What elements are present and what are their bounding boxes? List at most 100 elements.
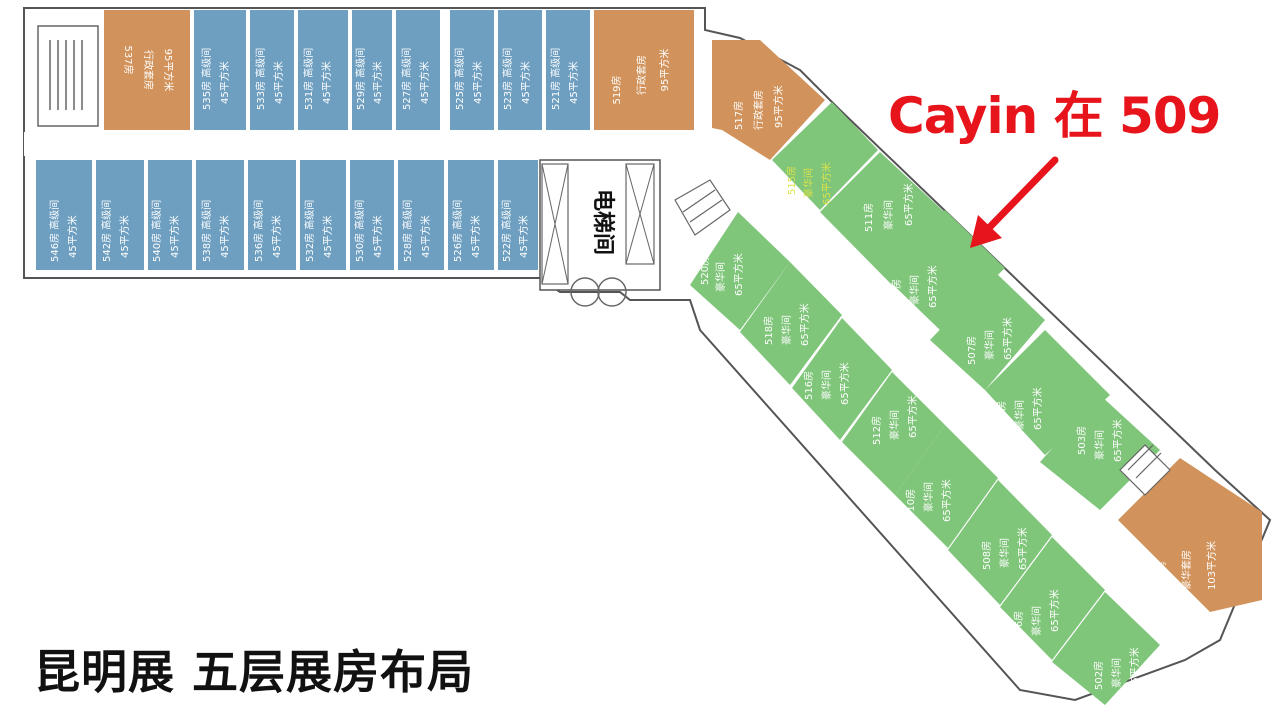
- lower-row-rooms: 546房 高级间 45平方米 542房 高级间 45平方米 540房 高级间 4…: [36, 160, 538, 270]
- room-529[interactable]: 529房 高级间 45平方米: [352, 10, 392, 130]
- room-508-number: 508房: [980, 541, 993, 570]
- room-506-area: 65平方米: [1048, 589, 1061, 632]
- room-509-type: 豪华间: [908, 275, 921, 305]
- room-521-area: 45平方米: [567, 61, 580, 104]
- room-532-label: 532房 高级间: [303, 200, 316, 262]
- room-501[interactable]: 501房 豪华套房 103平方米: [1118, 458, 1262, 612]
- corridor: [24, 130, 1210, 612]
- room-516-type: 豪华间: [820, 370, 833, 400]
- room-522[interactable]: 522房 高级间 45平方米: [498, 160, 538, 270]
- room-506[interactable]: 506房 豪华间 65平方米: [1000, 537, 1105, 660]
- room-508[interactable]: 508房 豪华间 65平方米: [948, 480, 1052, 605]
- room-519-type: 行政套房: [635, 55, 648, 95]
- room-507-number: 507房: [965, 336, 978, 365]
- room-523-area: 45平方米: [519, 61, 532, 104]
- room-515-number: 515房: [785, 166, 798, 195]
- room-522-label: 522房 高级间: [500, 200, 513, 262]
- room-512-number: 512房: [870, 416, 883, 445]
- room-523-label: 523房 高级间: [501, 48, 514, 110]
- room-518-number: 518房: [762, 316, 775, 345]
- room-517[interactable]: 517房 行政套房 95平方米: [712, 40, 825, 160]
- room-527-area: 45平方米: [418, 61, 431, 104]
- room-536[interactable]: 536房 高级间 45平方米: [248, 160, 296, 270]
- room-506-type: 豪华间: [1030, 606, 1043, 636]
- room-532[interactable]: 532房 高级间 45平方米: [300, 160, 346, 270]
- room-527-label: 527房 高级间: [400, 48, 413, 110]
- room-525-label: 525房 高级间: [453, 48, 466, 110]
- room-537[interactable]: 537房 行政套房 95平方米: [104, 10, 190, 130]
- room-521-label: 521房 高级间: [549, 48, 562, 110]
- room-523[interactable]: 523房 高级间 45平方米: [498, 10, 542, 130]
- room-515-area: 65平方米: [820, 162, 833, 205]
- room-507[interactable]: 507房 豪华间 65平方米: [930, 272, 1045, 390]
- room-526-area: 45平方米: [469, 215, 482, 258]
- room-536-area: 45平方米: [270, 215, 283, 258]
- room-538[interactable]: 538房 高级间 45平方米: [196, 160, 244, 270]
- stairwell-east: [1119, 444, 1171, 496]
- room-509-number: 509房: [890, 279, 903, 308]
- room-510[interactable]: 510房 豪华间 65平方米: [895, 425, 998, 548]
- room-503-area: 65平方米: [1111, 419, 1124, 462]
- room-505-number: 505房: [995, 401, 1008, 430]
- room-502-number: 502房: [1092, 661, 1105, 690]
- room-511-type: 豪华间: [882, 200, 895, 230]
- room-530-label: 530房 高级间: [353, 200, 366, 262]
- room-528[interactable]: 528房 高级间 45平方米: [398, 160, 444, 270]
- room-502[interactable]: 502房 豪华间 65平方米: [1052, 592, 1160, 705]
- elevator-hall: 电梯间: [539, 159, 661, 307]
- room-533[interactable]: 533房 高级间 45平方米: [250, 10, 294, 130]
- room-546[interactable]: 546房 高级间 45平方米: [36, 160, 92, 270]
- room-510-type: 豪华间: [922, 482, 935, 512]
- room-503[interactable]: 503房 豪华间 65平方米: [1040, 395, 1160, 510]
- room-546-area: 45平方米: [66, 215, 79, 258]
- room-520-area: 65平方米: [732, 253, 745, 296]
- floor-title: 昆明展 五层展房布局: [34, 645, 475, 699]
- callout-arrow: [970, 156, 1059, 248]
- room-520-number: 520房: [698, 256, 711, 285]
- room-527[interactable]: 527房 高级间 45平方米: [396, 10, 440, 130]
- room-546-label: 546房 高级间: [48, 200, 61, 262]
- room-529-area: 45平方米: [371, 61, 384, 104]
- room-530[interactable]: 530房 高级间 45平方米: [350, 160, 394, 270]
- room-518-area: 65平方米: [798, 303, 811, 346]
- room-535[interactable]: 535房 高级间 45平方米: [194, 10, 246, 130]
- room-521[interactable]: 521房 高级间 45平方米: [546, 10, 590, 130]
- room-515[interactable]: 515房 豪华间 65平方米: [772, 102, 878, 210]
- room-508-type: 豪华间: [998, 538, 1011, 568]
- room-507-area: 65平方米: [1001, 317, 1014, 360]
- room-511-number: 511房: [862, 203, 875, 232]
- room-532-area: 45平方米: [321, 215, 334, 258]
- callout-label: Cayin 在 509: [888, 87, 1221, 145]
- room-507-type: 豪华间: [983, 330, 996, 360]
- room-506-number: 506房: [1012, 611, 1025, 640]
- room-542[interactable]: 542房 高级间 45平方米: [96, 160, 144, 270]
- room-510-number: 510房: [904, 489, 917, 518]
- elevator-label: 电梯间: [590, 189, 616, 255]
- room-535-area: 45平方米: [218, 61, 231, 104]
- room-537-area: 95平方米: [162, 49, 175, 92]
- room-516[interactable]: 516房 豪华间 65平方米: [792, 318, 892, 440]
- room-512[interactable]: 512房 豪华间 65平方米: [842, 372, 945, 495]
- room-535-label: 535房 高级间: [200, 48, 213, 110]
- room-525[interactable]: 525房 高级间 45平方米: [450, 10, 494, 130]
- room-526[interactable]: 526房 高级间 45平方米: [448, 160, 494, 270]
- room-501-area: 103平方米: [1205, 541, 1218, 590]
- room-540[interactable]: 540房 高级间 45平方米: [148, 160, 192, 270]
- stairwell-center: [674, 179, 731, 236]
- room-526-label: 526房 高级间: [451, 200, 464, 262]
- room-516-area: 65平方米: [838, 362, 851, 405]
- room-531-label: 531房 高级间: [302, 48, 315, 110]
- room-503-number: 503房: [1075, 426, 1088, 455]
- room-518[interactable]: 518房 豪华间 65平方米: [740, 262, 842, 385]
- room-508-area: 65平方米: [1016, 527, 1029, 570]
- room-517-number: 517房: [732, 101, 745, 130]
- room-531[interactable]: 531房 高级间 45平方米: [298, 10, 348, 130]
- room-519[interactable]: 519房 行政套房 95平方米: [594, 10, 694, 130]
- room-528-label: 528房 高级间: [401, 200, 414, 262]
- room-538-label: 538房 高级间: [200, 200, 213, 262]
- room-520[interactable]: 520房 豪华间 65平方米: [690, 212, 790, 330]
- room-525-area: 45平方米: [471, 61, 484, 104]
- room-540-area: 45平方米: [168, 215, 181, 258]
- room-503-type: 豪华间: [1093, 430, 1106, 460]
- room-502-area: 65平方米: [1128, 647, 1141, 690]
